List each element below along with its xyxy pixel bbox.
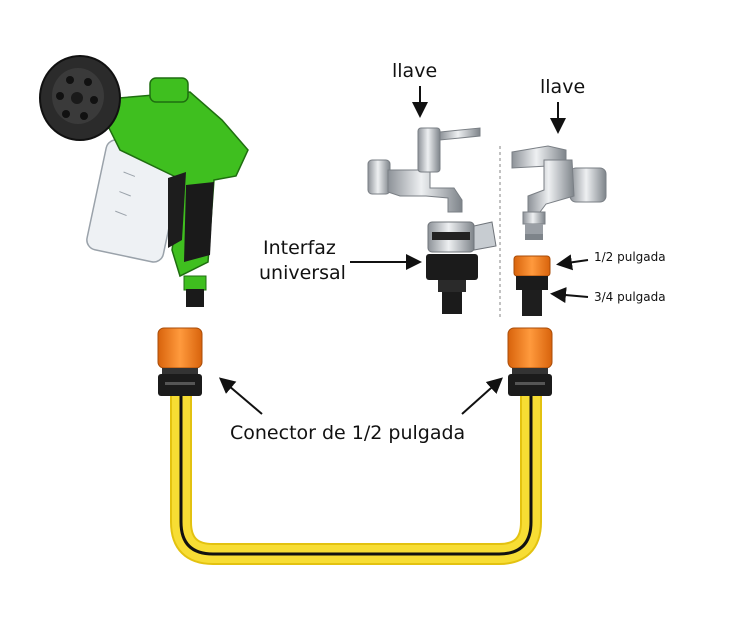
label-adapter-line1: Interfaz [263,237,336,259]
hose-connector-left [157,327,203,396]
universal-adapter [426,221,497,314]
label-three-quarter-inch: 3/4 pulgada [594,290,666,304]
arrow-half-inch [556,254,589,271]
label-faucet-right: llave [540,76,586,98]
label-connector: Conector de 1/2 pulgada [230,422,466,444]
faucet-left [367,127,481,213]
tap-adapter-orange [513,255,551,316]
arrow-three-quarter-inch [550,287,589,304]
label-half-inch: 1/2 pulgada [594,250,666,264]
hose [170,396,542,565]
faucet-right [511,145,607,240]
hose-connector-right [507,327,553,396]
label-faucet-left: llave [392,60,438,82]
arrow-connector-left [218,377,263,415]
label-adapter-line2: universal [259,262,346,284]
foam-spray-gun [39,55,249,307]
arrow-connector-right [461,377,503,415]
